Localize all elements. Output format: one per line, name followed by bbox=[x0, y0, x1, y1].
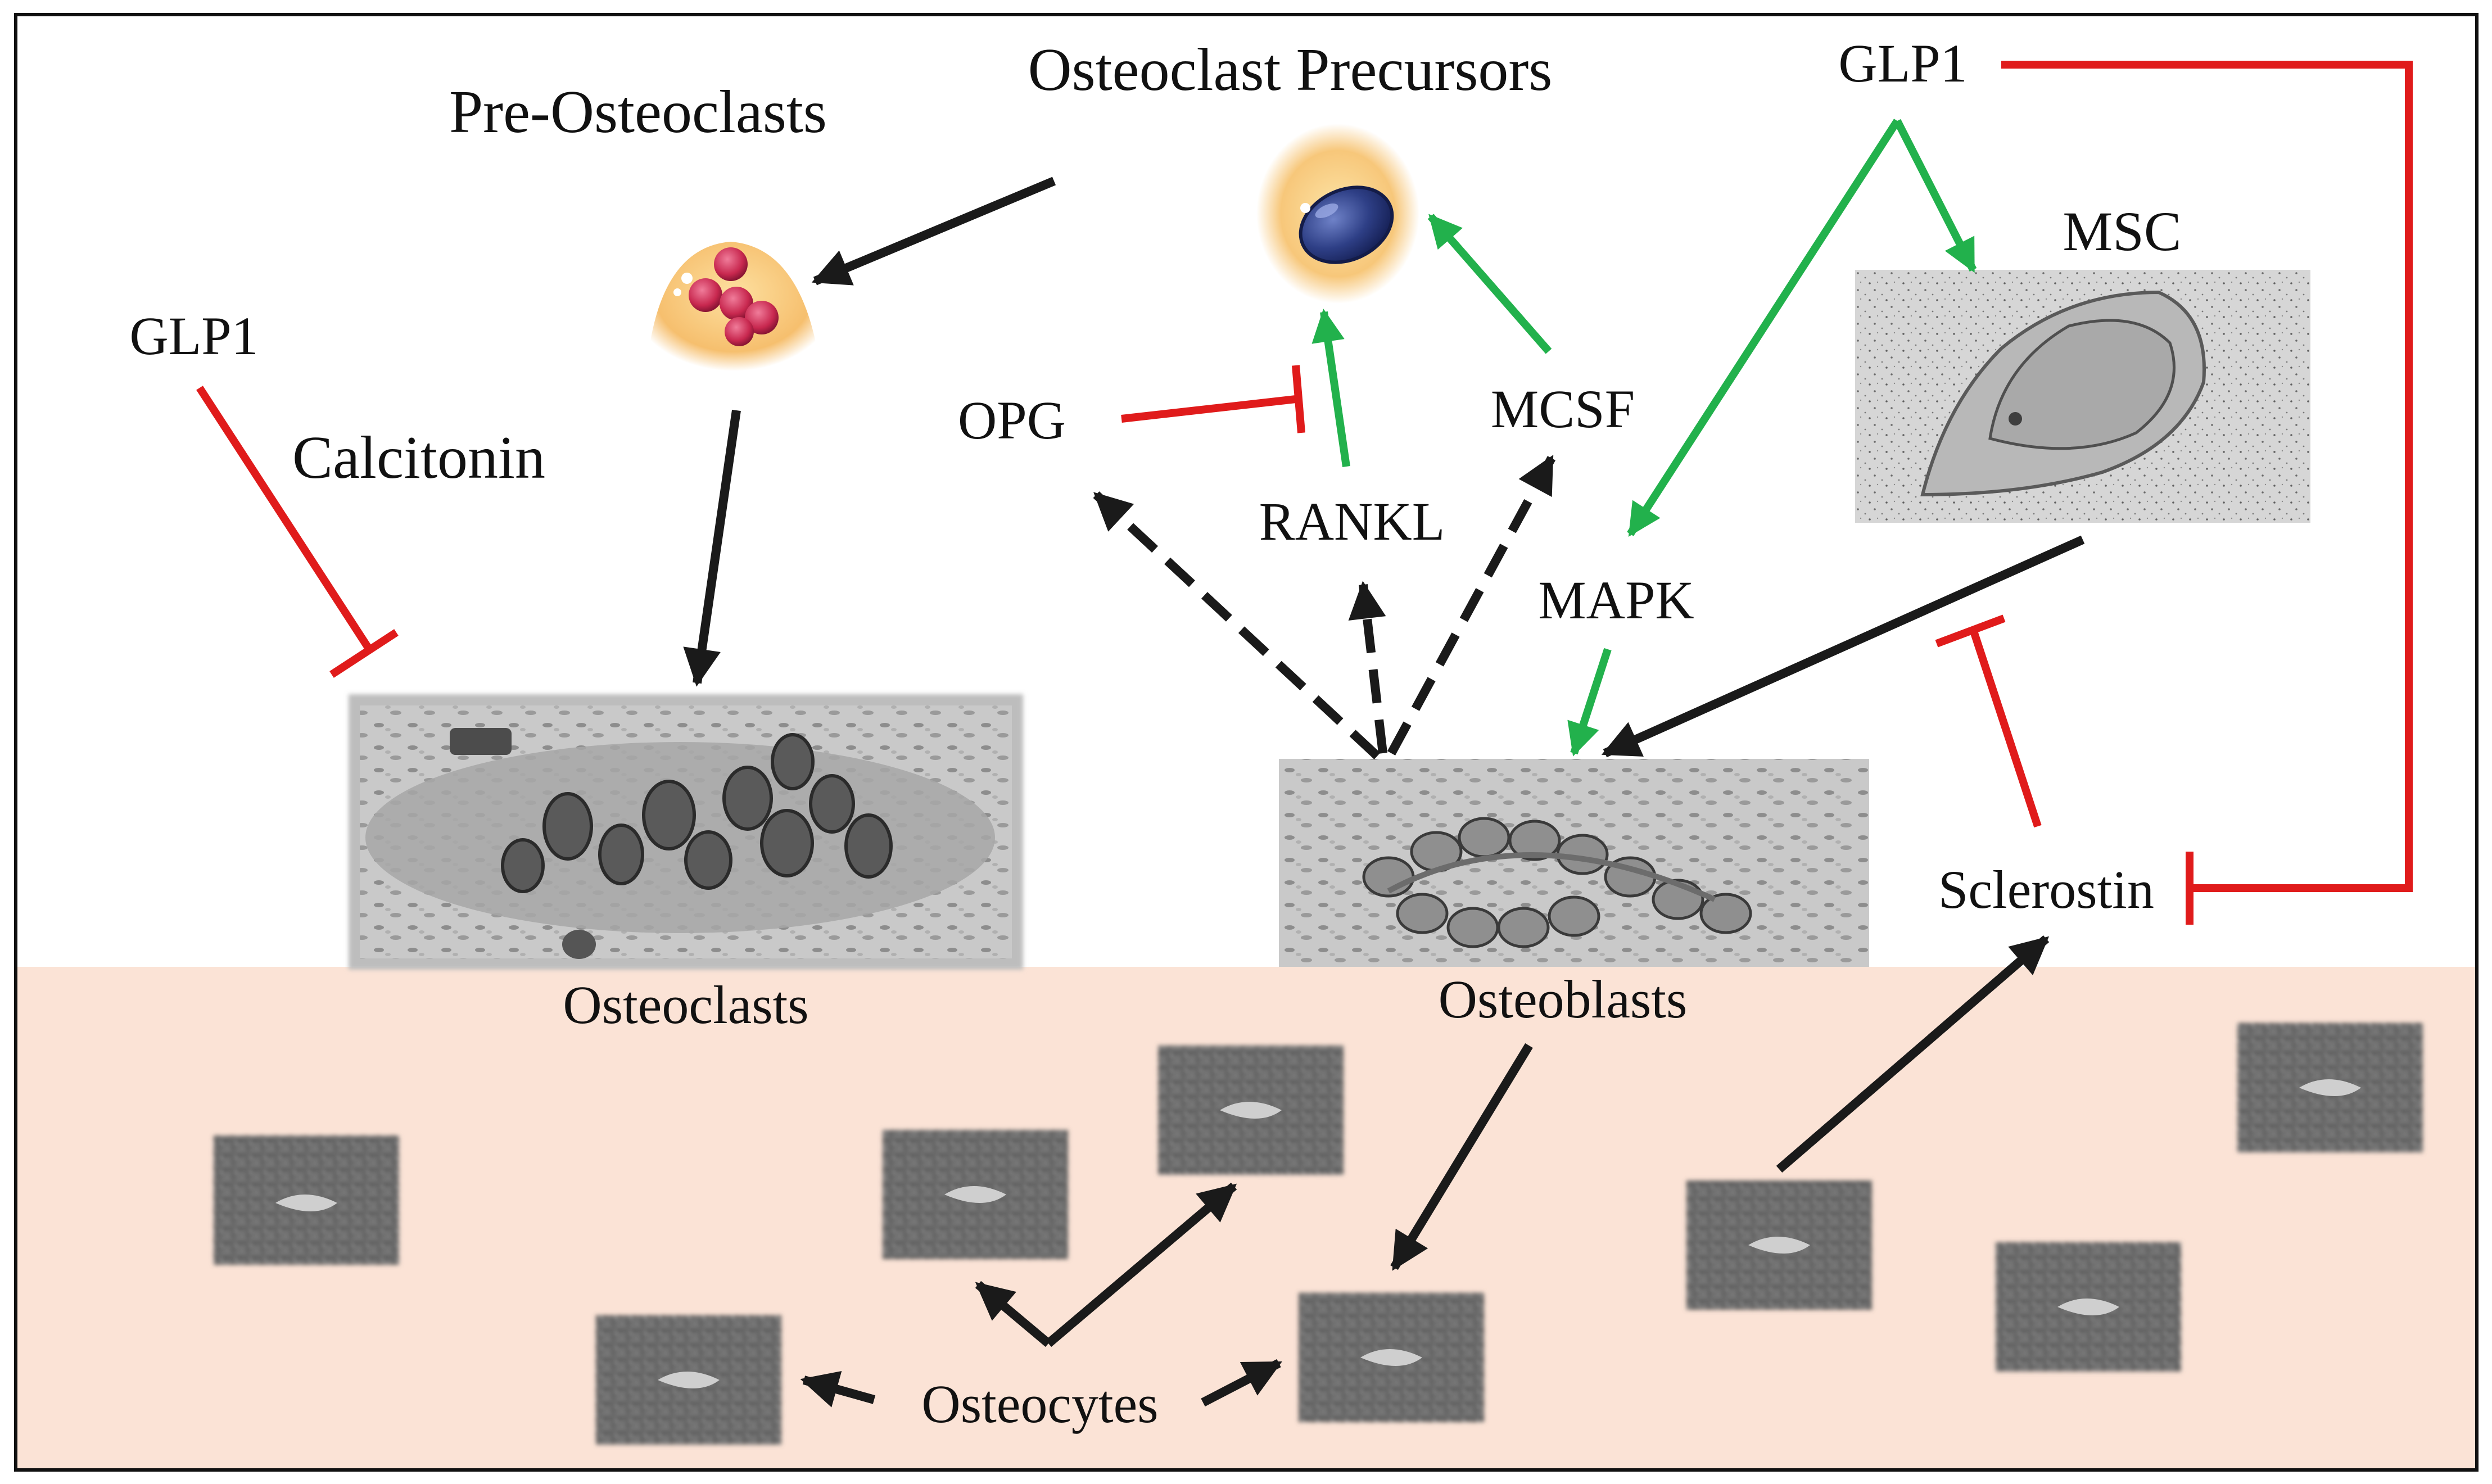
arrow-osteocytes-to-upper-osteocyte bbox=[1045, 1182, 1237, 1347]
inhibit-glp1-to-osteoclasts-bar bbox=[329, 629, 399, 678]
pre-osteoclast-cell-icon bbox=[646, 242, 821, 371]
green-arrow-glp1-to-msc bbox=[1893, 119, 1977, 273]
arrow-osteoblasts-to-osteocyte bbox=[1390, 1043, 1533, 1271]
label-osteoclast-precursors: Osteoclast Precursors bbox=[1028, 37, 1553, 103]
osteocyte-sem-icon-2 bbox=[596, 1315, 781, 1445]
label-sclerostin: Sclerostin bbox=[1938, 859, 2154, 920]
label-osteoclasts: Osteoclasts bbox=[563, 975, 808, 1035]
label-mapk: MAPK bbox=[1538, 570, 1694, 630]
osteoblast-micrograph-icon bbox=[1279, 759, 1869, 967]
msc-micrograph-icon bbox=[1855, 270, 2310, 523]
inhibit-opg-to-rankl bbox=[1121, 395, 1296, 423]
osteocyte-sem-icon-7 bbox=[1996, 1242, 2181, 1372]
dashed-arrow-to-opg bbox=[1093, 491, 1381, 759]
green-arrow-rankl-to-precursor bbox=[1311, 309, 1350, 468]
green-arrow-mcsf-to-precursor bbox=[1427, 214, 1552, 354]
osteocyte-sem-icon-5 bbox=[1299, 1293, 1484, 1422]
label-glp1-top: GLP1 bbox=[1838, 33, 1967, 93]
inhibit-glp1-to-sclerostin bbox=[2001, 61, 2413, 892]
label-opg: OPG bbox=[958, 390, 1066, 450]
inhibit-sclerostin-to-msc-arrow-bar bbox=[1935, 614, 2006, 648]
inhibit-opg-to-rankl-bar bbox=[1292, 365, 1305, 433]
label-osteocytes: Osteocytes bbox=[921, 1374, 1158, 1434]
dashed-arrow-to-mcsf bbox=[1387, 455, 1556, 755]
osteocyte-sem-icon-3 bbox=[883, 1130, 1068, 1259]
osteocyte-sem-icon-4 bbox=[1158, 1046, 1344, 1175]
osteoclast-precursor-cell-icon bbox=[1256, 124, 1419, 304]
label-msc: MSC bbox=[2063, 200, 2181, 263]
label-rankl: RANKL bbox=[1259, 491, 1445, 551]
osteoclast-micrograph-icon bbox=[349, 694, 1023, 970]
arrow-osteocyte-to-sclerostin bbox=[1776, 935, 2050, 1173]
green-arrow-mapk-to-osteoblasts bbox=[1567, 648, 1612, 757]
dashed-arrow-to-rankl bbox=[1348, 581, 1387, 754]
arrow-pre-osteoclasts-to-osteoclasts bbox=[683, 409, 741, 687]
arrow-osteocytes-up-connector bbox=[975, 1281, 1052, 1347]
label-glp1-left: GLP1 bbox=[129, 306, 258, 366]
arrow-precursors-to-pre-osteoclasts bbox=[811, 177, 1056, 286]
arrow-osteocytes-to-right-osteocyte bbox=[1201, 1359, 1282, 1407]
label-mcsf: MCSF bbox=[1491, 379, 1635, 439]
osteocyte-sem-icon-8 bbox=[2237, 1023, 2423, 1152]
osteocyte-sem-icon-6 bbox=[1686, 1180, 1872, 1310]
osteocyte-sem-icon-1 bbox=[214, 1135, 399, 1265]
inhibit-sclerostin-to-msc-arrow bbox=[1969, 628, 2042, 828]
diagram-frame bbox=[14, 13, 2479, 1472]
label-pre-osteoclasts: Pre-Osteoclasts bbox=[449, 79, 827, 146]
arrow-msc-to-osteoblasts bbox=[1601, 535, 2085, 758]
green-arrow-glp1-to-mapk bbox=[1627, 119, 1901, 537]
label-calcitonin: Calcitonin bbox=[292, 424, 545, 491]
inhibit-glp1-to-osteoclasts bbox=[196, 386, 374, 654]
arrow-osteocytes-to-left-osteocyte bbox=[800, 1370, 876, 1408]
label-osteoblasts: Osteoblasts bbox=[1439, 969, 1688, 1029]
